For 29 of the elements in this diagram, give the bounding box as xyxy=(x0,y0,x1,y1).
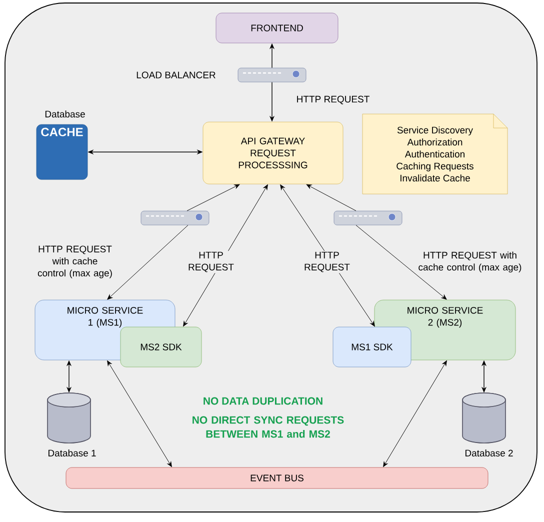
note: Service Discovery Authorization Authentication Caching Requests Invalidate Cache xyxy=(362,114,508,194)
sdk-box: MS2 SDK xyxy=(120,326,202,368)
edge-label: HTTP REQUEST xyxy=(185,250,237,274)
arrow xyxy=(183,184,268,326)
node-caption: Database xyxy=(45,110,85,118)
sdk-box: MS1 SDK xyxy=(332,326,412,368)
node-caption: Database 2 xyxy=(466,450,513,456)
edge-label: HTTP REQUEST with cache control (max age) xyxy=(28,244,122,280)
database-cylinder xyxy=(47,392,91,444)
frontend-box: FRONTEND xyxy=(216,12,338,44)
arrow xyxy=(383,360,447,467)
event-bus-bar: EVENT BUS xyxy=(66,467,488,489)
node-caption: Database 1 xyxy=(48,450,96,456)
note-text: NO DIRECT SYNC REQUESTS BETWEEN MS1 and MS2 xyxy=(192,416,344,438)
database-cylinder xyxy=(462,392,506,444)
note-text: NO DATA DUPLICATION xyxy=(204,397,322,405)
load-balancer-icon xyxy=(238,68,306,82)
edge-label: HTTP REQUEST xyxy=(301,250,353,274)
node-caption: LOAD BALANCER xyxy=(136,72,216,78)
arrow xyxy=(107,360,172,467)
arrow xyxy=(306,184,356,212)
arrow xyxy=(356,224,447,300)
arrow xyxy=(186,184,240,212)
load-balancer-icon xyxy=(140,210,210,226)
edge-label: HTTP REQUEST with cache control (max age) xyxy=(416,250,524,274)
gateway-box: API GATEWAY REQUEST PROCESSSING xyxy=(202,122,344,184)
load-balancer-icon xyxy=(334,210,402,226)
arrow xyxy=(107,224,188,300)
arrow xyxy=(280,184,375,326)
